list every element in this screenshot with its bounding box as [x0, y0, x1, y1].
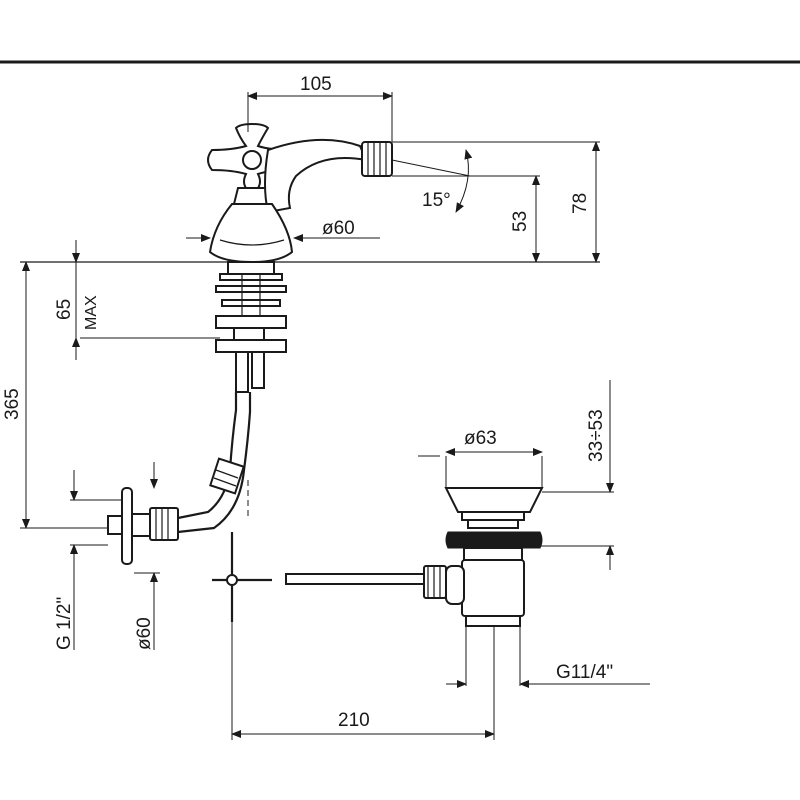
- dim-spout-height: 53: [510, 211, 531, 232]
- dim-base-diameter: ø60: [322, 218, 355, 239]
- waste-body: [461, 559, 525, 617]
- dim-supply-length: 365: [2, 388, 23, 420]
- dim-escutcheon-diameter: ø60: [134, 617, 155, 650]
- escutcheon-plate: [121, 487, 133, 565]
- extension-lines: [20, 92, 614, 740]
- mixer-tap: [207, 122, 393, 264]
- spout-nozzle: [361, 141, 393, 177]
- mounting-assembly: [215, 261, 287, 393]
- supply-hose: [177, 392, 252, 534]
- dim-deck-max-value: 65: [54, 299, 75, 320]
- dimension-lines: [22, 92, 650, 738]
- dim-offset: 210: [338, 710, 370, 731]
- hose-nut: [209, 457, 245, 495]
- handle-hub: [242, 150, 262, 170]
- dim-spout-width: 105: [300, 74, 332, 95]
- pull-rod: [285, 573, 425, 585]
- waste-assembly: [212, 487, 544, 627]
- dim-deck-max-label: MAX: [83, 295, 100, 330]
- mixer-body: [208, 203, 294, 264]
- dim-supply-thread: G 1/2": [54, 597, 75, 650]
- dim-spout-angle: 15°: [422, 190, 451, 211]
- dim-waste-range: 33÷53: [586, 409, 607, 462]
- spout-arm: [264, 138, 368, 214]
- stop-valve: [107, 487, 179, 565]
- dim-total-height: 78: [570, 193, 591, 214]
- waste-flange: [444, 487, 544, 513]
- dim-waste-diameter: ø63: [464, 428, 497, 449]
- dim-waste-thread: G11/4": [556, 662, 613, 683]
- waste-gasket: [445, 531, 543, 549]
